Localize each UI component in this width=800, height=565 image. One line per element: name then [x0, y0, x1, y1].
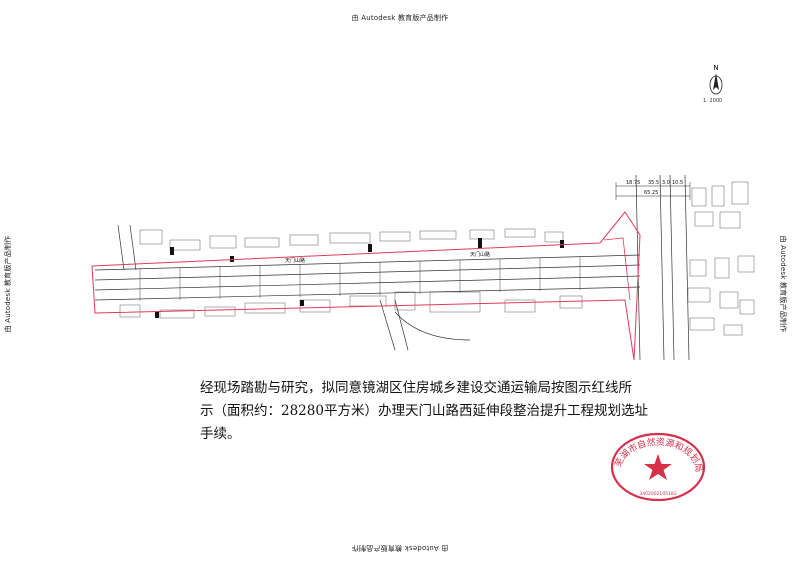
redline-boundary: [91, 211, 641, 361]
marker-flags: [155, 238, 564, 318]
watermark-top: 由 Autodesk 教育版产品制作: [351, 14, 449, 22]
road-label-2: 天门山路: [470, 251, 490, 258]
approval-notice: 经现场踏勘与研究，拟同意镜湖区住房城乡建设交通运输局按图示红线所 示（面积约：2…: [200, 377, 660, 446]
road-lines: [94, 174, 690, 361]
notice-line-1: 经现场踏勘与研究，拟同意镜湖区住房城乡建设交通运输局按图示红线所: [200, 380, 632, 396]
north-label: N: [713, 64, 718, 72]
station-ticks: [139, 257, 581, 301]
building-blocks: [119, 181, 755, 336]
dim-1: 18.75: [626, 180, 640, 186]
road-label-1: 天门山路: [285, 257, 305, 264]
scale-label: 1: 2000: [703, 98, 723, 104]
official-seal-icon: 芜湖市自然资源和规划局 3402002145183: [610, 432, 706, 502]
seal-code: 3402002145183: [639, 491, 676, 497]
north-arrow-icon: N: [709, 64, 723, 95]
notice-line-2: 示（面积约：28280平方米）办理天门山路西延伸段整治提升工程规划选址手续。: [200, 403, 648, 442]
dim-2: 35.5: [648, 180, 659, 186]
dim-4: 10.5: [672, 180, 683, 186]
dim-3: 3.0: [662, 180, 670, 186]
dim-total: 65.25: [644, 190, 658, 196]
dimension-line: [615, 182, 691, 200]
